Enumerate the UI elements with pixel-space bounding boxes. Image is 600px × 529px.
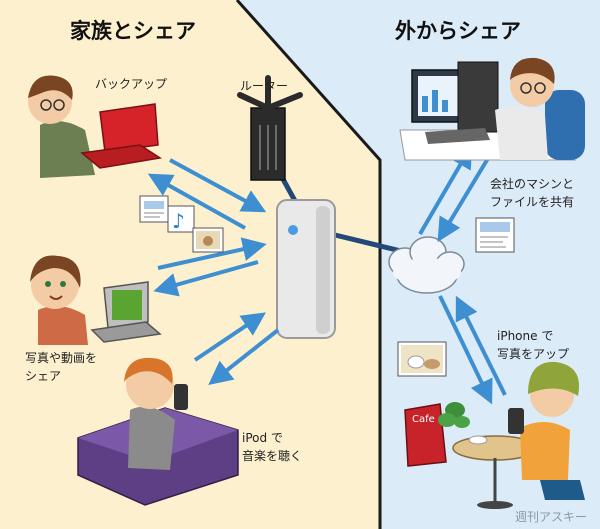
home-title: 家族とシェア: [70, 19, 196, 43]
laptop-icon: [80, 103, 163, 169]
router-label: ルーター: [240, 79, 288, 93]
house-outline: [235, 0, 382, 529]
arrow-to-office: [418, 143, 473, 236]
arrow-to-ipod: [208, 328, 280, 385]
iphone-label-line2: 写真をアップ: [497, 347, 569, 361]
photo-icon: [397, 341, 447, 377]
sync-arrows: [147, 143, 507, 405]
share-photos-label-line1: 写真や動画を: [25, 351, 97, 365]
person-cafe: [508, 361, 585, 500]
outside-title: 外からシェア: [395, 19, 521, 43]
watermark: 週刊アスキー: [515, 510, 587, 524]
office-label-line2: ファイルを共有: [490, 195, 574, 209]
share-photos-label-line2: シェア: [25, 369, 61, 383]
arrow-to-laptop: [147, 173, 246, 230]
music-note-icon: ♪: [167, 205, 195, 233]
ipod-label-line2: 音楽を聴く: [242, 448, 302, 463]
iphone-icon: [508, 408, 524, 434]
person-sharing: [30, 255, 88, 345]
cloud-icon: [388, 236, 465, 294]
arrow-to-nas-from-ipod: [193, 312, 266, 362]
coffee-cup-icon: [468, 435, 488, 445]
office-label-line1: 会社のマシンと: [490, 176, 574, 191]
arrow-to-nas-from-tablet: [157, 237, 267, 270]
ipod-label-line1: iPod で: [242, 431, 283, 445]
person-backup: [28, 75, 95, 178]
cafe-sign-text: Cafe: [412, 414, 435, 425]
arrow-to-tablet: [153, 260, 259, 297]
ipod-icon: [174, 384, 188, 410]
document-icon: [475, 217, 515, 253]
svg-text:♪: ♪: [172, 209, 185, 233]
monitor-icon: [411, 61, 499, 144]
person-office: [495, 57, 555, 160]
cafe-sign: Cafe: [404, 403, 447, 467]
router-icon: [237, 75, 303, 181]
laptop-icon: [90, 281, 162, 343]
arrow-from-office: [437, 153, 492, 243]
document-icon: [139, 195, 169, 223]
plant-icon: [438, 402, 470, 428]
arrow-to-cafe: [438, 295, 493, 405]
arrow-from-cafe: [455, 295, 507, 396]
arrow-to-nas-from-laptop: [169, 158, 267, 213]
photo-icon: [192, 227, 224, 253]
backup-label: バックアップ: [95, 77, 167, 91]
nas-server-icon: [276, 199, 336, 339]
person-ipod: [124, 357, 188, 470]
iphone-label-line1: iPhone で: [497, 329, 553, 343]
